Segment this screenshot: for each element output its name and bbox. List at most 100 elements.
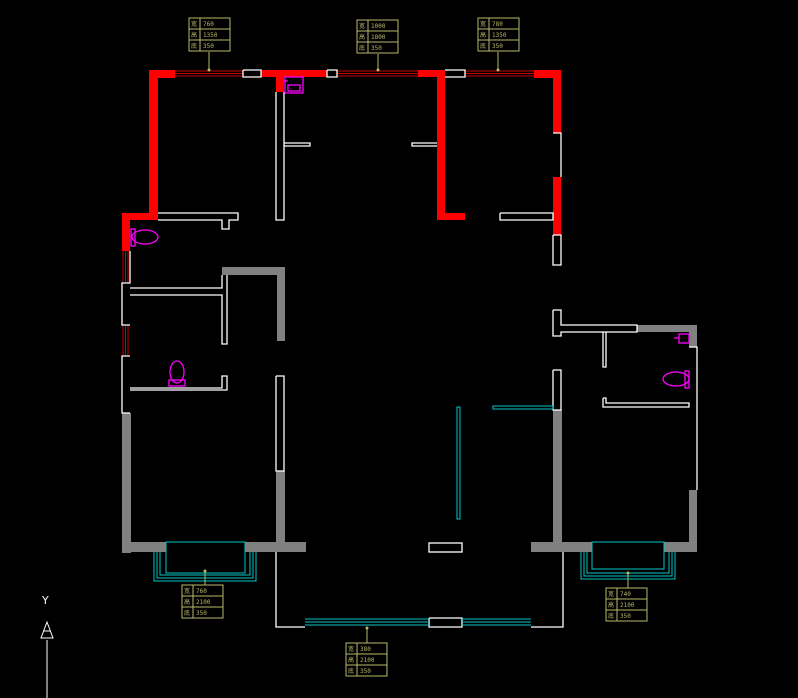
wall-left-bedroom-partition (275, 92, 285, 221)
window-tag-value: 350 (203, 43, 214, 50)
gray-wall-left-lower (122, 413, 131, 553)
top-wall-connector-3 (445, 69, 466, 78)
wall-living-left (275, 375, 285, 472)
window-tag-key: 高 (359, 33, 365, 41)
window-tag-value: 760 (196, 588, 207, 595)
window-tag-key: 宽 (348, 645, 354, 653)
window-tag-value: 350 (492, 43, 503, 50)
window-tag-value: 1800 (371, 34, 386, 41)
window-tag-value: 1350 (492, 32, 507, 39)
window-tag-value: 780 (492, 21, 503, 28)
window-tag-key: 宽 (608, 590, 614, 598)
existing-wall-lines (121, 69, 698, 628)
window-tag-key: 宽 (359, 22, 365, 30)
wall-right-bath-partition (602, 332, 607, 368)
window-tag-key: 底 (359, 44, 365, 52)
glass-partition-horizontal (492, 405, 554, 410)
window-tag-key: 底 (608, 612, 614, 620)
window-tag-icon: 宽 1000 高 1800 底 350 (356, 19, 399, 72)
basin-icon (284, 76, 304, 94)
window-tag-value: 2100 (196, 599, 211, 606)
window-tag-key: 宽 (191, 20, 197, 28)
window-tag-key: 宽 (480, 20, 486, 28)
window-bottom-middle (305, 618, 531, 626)
gray-wall-inner-vertical (277, 267, 285, 341)
hatch-left-lower (122, 325, 129, 356)
wall-right-bath-lower (602, 397, 690, 408)
window-tag-key: 高 (184, 598, 190, 606)
red-wall-left-vertical (149, 70, 158, 220)
wall-living-block (428, 542, 463, 553)
red-wall-top-right-corner (534, 70, 560, 78)
red-wall-right-vertical-lower (553, 177, 561, 235)
wall-bath-lower (130, 375, 228, 391)
window-tag-icon: 宽 760 高 1350 底 350 (188, 17, 231, 72)
wall-left-bedroom-door-stub (284, 142, 311, 147)
red-wall-top-center-left (261, 70, 327, 77)
wall-living-bottom-mid (428, 617, 463, 628)
window-tag-value: 350 (371, 45, 382, 52)
window-tag-key: 高 (348, 656, 354, 664)
wall-bath-upper (130, 275, 223, 289)
gray-wall-bottom-left-2 (245, 542, 306, 552)
wall-right-bath-top (552, 309, 638, 337)
window-tag-icon: 宽 760 高 2100 底 350 (181, 569, 224, 619)
wall-right-outer (689, 346, 698, 490)
new-walls (122, 70, 561, 251)
window-tag-value: 1000 (371, 23, 386, 30)
red-wall-center-vertical (437, 70, 445, 220)
wall-left-corridor-top (158, 212, 239, 230)
window-tags: 宽 760 高 1350 底 350 宽 1000 高 1800 底 350 宽 780 高 1350 底 350… (181, 17, 648, 677)
red-wall-left-step-down (122, 213, 130, 251)
ucs-y-label: Y (41, 594, 49, 607)
wall-bath-partition (130, 275, 228, 345)
window-tag-value: 380 (360, 646, 371, 653)
window-tag-icon: 宽 780 高 1350 底 350 (477, 17, 520, 72)
wall-left-outer-upper (121, 251, 131, 326)
gray-wall-right-lower (689, 490, 697, 552)
hatch-top-middle (337, 70, 418, 77)
window-tag-key: 底 (184, 609, 190, 617)
gray-wall-right-column (553, 410, 562, 552)
window-tag-key: 高 (191, 31, 197, 39)
toilet-icon (168, 360, 186, 387)
cyan-windows (153, 405, 676, 626)
wall-left-outer-mid (121, 355, 130, 414)
top-wall-connector-2 (326, 69, 338, 78)
window-tag-value: 1350 (203, 32, 218, 39)
window-tag-value: 350 (620, 613, 631, 620)
gray-wall-bottom-right-2 (664, 542, 697, 552)
gray-wall-bath-top (637, 325, 697, 332)
window-tag-key: 宽 (184, 587, 190, 595)
window-tag-key: 底 (191, 42, 197, 50)
glass-partition-vertical (456, 406, 461, 520)
gray-wall-center-column (276, 471, 285, 552)
wall-living-bottom-left (275, 552, 305, 628)
red-wall-center-foot (437, 213, 465, 220)
basin-icon (674, 333, 690, 344)
hatch-top-right (465, 70, 534, 77)
hatch-top-left (175, 70, 243, 77)
wall-center-door-stub (411, 142, 437, 147)
wall-right-bedroom-bottom (499, 212, 554, 221)
toilet-icon (662, 370, 690, 389)
ucs-icon: Y (40, 594, 54, 698)
window-tag-key: 底 (348, 667, 354, 675)
red-wall-right-vertical-upper (553, 70, 561, 133)
red-wall-top-center-right (418, 70, 444, 77)
window-tag-value: 2100 (360, 657, 375, 664)
gray-walls (122, 267, 697, 553)
window-tag-key: 高 (480, 31, 486, 39)
window-tag-key: 底 (480, 42, 486, 50)
window-tag-value: 760 (203, 21, 214, 28)
gray-wall-bath-right (689, 325, 697, 347)
window-tag-value: 350 (196, 610, 207, 617)
gray-wall-bottom-right (531, 542, 592, 552)
window-hatch-strips (122, 70, 534, 356)
window-tag-value: 740 (620, 591, 631, 598)
window-tag-value: 2100 (620, 602, 635, 609)
gray-wall-bottom-left (122, 542, 166, 552)
gray-wall-inner-top (222, 267, 285, 275)
